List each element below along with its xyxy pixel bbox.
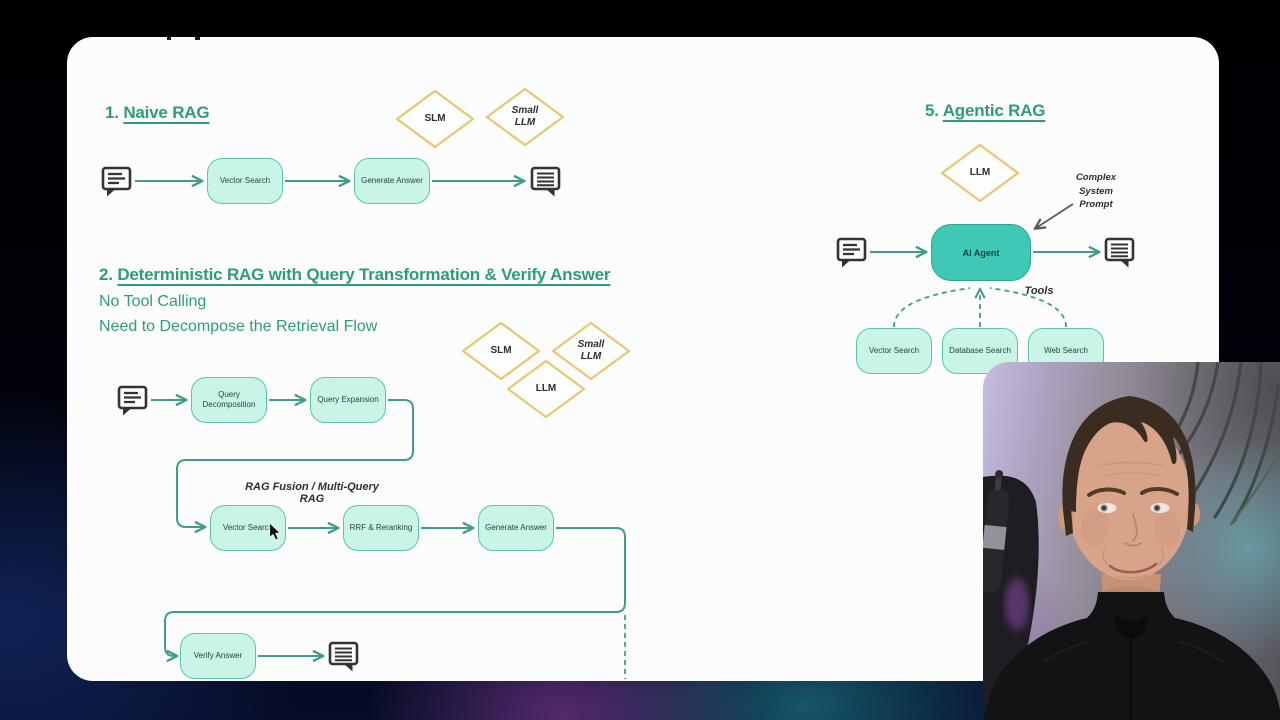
node-label: Query Decomposition	[202, 390, 256, 409]
diamond-label: SLM	[490, 345, 512, 356]
collar	[1113, 612, 1149, 638]
diamond-label: Small LLM	[577, 339, 605, 362]
nose	[1124, 513, 1142, 547]
diamond-shape	[551, 321, 631, 381]
diamond-shape	[485, 87, 565, 147]
node-label: Generate Answer	[485, 523, 547, 532]
diamond-small-llm[interactable]: Small LLM	[485, 87, 565, 147]
diamond-slm[interactable]: SLM	[395, 89, 475, 149]
section-number: 1.	[105, 103, 119, 122]
diamond-shape	[461, 321, 541, 381]
eyebrow-right	[1140, 487, 1179, 496]
diamond-label: LLM	[969, 167, 991, 178]
node-query-decomposition[interactable]: Query Decomposition	[191, 377, 267, 423]
presenter-scene	[983, 362, 1280, 720]
section-number: 5.	[925, 101, 939, 120]
cropped-text-remnant	[167, 37, 171, 40]
diamond-label: LLM	[535, 383, 557, 394]
node-generate-answer[interactable]: Generate Answer	[354, 158, 430, 204]
label-rag-fusion: RAG Fusion / Multi-Query RAG	[245, 481, 379, 505]
note-no-tool-calling: No Tool Calling	[99, 293, 207, 310]
chair-rgb-glow	[1005, 578, 1029, 630]
node-label: AI Agent	[962, 247, 1000, 258]
diamond-shape	[506, 359, 586, 419]
mouse-cursor	[269, 523, 281, 541]
cropped-text-remnant	[195, 37, 200, 40]
chat-message-icon	[326, 639, 360, 673]
chat-message-icon	[115, 383, 149, 417]
diamond-slm[interactable]: SLM	[461, 321, 541, 381]
diamond-llm[interactable]: LLM	[506, 359, 586, 419]
presenter	[983, 396, 1280, 720]
chat-message-icon	[528, 164, 562, 198]
diamond-label: Small LLM	[511, 105, 539, 128]
chat-message-icon	[99, 164, 133, 198]
section-title-text: Deterministic RAG with Query Transformat…	[117, 265, 611, 284]
diamond-shape	[940, 143, 1020, 203]
node-ai-agent[interactable]: AI Agent	[931, 224, 1031, 281]
microphone	[983, 470, 1010, 593]
hair	[1062, 396, 1196, 514]
chat-message-icon	[1102, 235, 1136, 269]
diamond-shape	[395, 89, 475, 149]
diamond-label: SLM	[424, 113, 446, 124]
section-title-naive-rag: 1. Naive RAG	[105, 103, 210, 123]
annotation-complex-system-prompt: Complex System Prompt	[1075, 172, 1117, 210]
chat-message-icon	[834, 235, 868, 269]
node-generate-answer-2[interactable]: Generate Answer	[478, 505, 554, 551]
node-tool-vector-search[interactable]: Vector Search	[856, 328, 932, 374]
node-label: Vector Search	[868, 346, 920, 355]
node-rrf-reranking[interactable]: RRF & Reranking	[343, 505, 419, 551]
node-vector-search[interactable]: Vector Search	[207, 158, 283, 204]
eyebrow-left	[1087, 487, 1126, 497]
node-label: RRF & Reranking	[349, 523, 413, 532]
face	[1067, 420, 1191, 580]
diamond-small-llm[interactable]: Small LLM	[551, 321, 631, 381]
note-decompose-flow: Need to Decompose the Retrieval Flow	[99, 318, 378, 335]
label-tools: Tools	[1024, 285, 1054, 297]
section-number: 2.	[99, 265, 113, 284]
section-title-text: Naive RAG	[123, 103, 210, 122]
node-label: Vector Search	[222, 523, 274, 532]
node-label: Web Search	[1044, 346, 1088, 355]
node-label: Generate Answer	[361, 176, 423, 185]
node-label: Vector Search	[219, 176, 271, 185]
node-label: Verify Answer	[193, 651, 243, 660]
section-title-deterministic-rag: 2. Deterministic RAG with Query Transfor…	[99, 265, 610, 285]
node-verify-answer[interactable]: Verify Answer	[180, 633, 256, 679]
section-title-text: Agentic RAG	[942, 101, 1046, 120]
node-label: Database Search	[949, 346, 1011, 355]
mouth	[1108, 562, 1158, 574]
section-title-agentic-rag: 5. Agentic RAG	[925, 101, 1046, 121]
node-query-expansion[interactable]: Query Expansion	[310, 377, 386, 423]
webcam-overlay	[983, 362, 1280, 720]
diamond-llm[interactable]: LLM	[940, 143, 1020, 203]
node-label: Query Expansion	[317, 395, 379, 404]
